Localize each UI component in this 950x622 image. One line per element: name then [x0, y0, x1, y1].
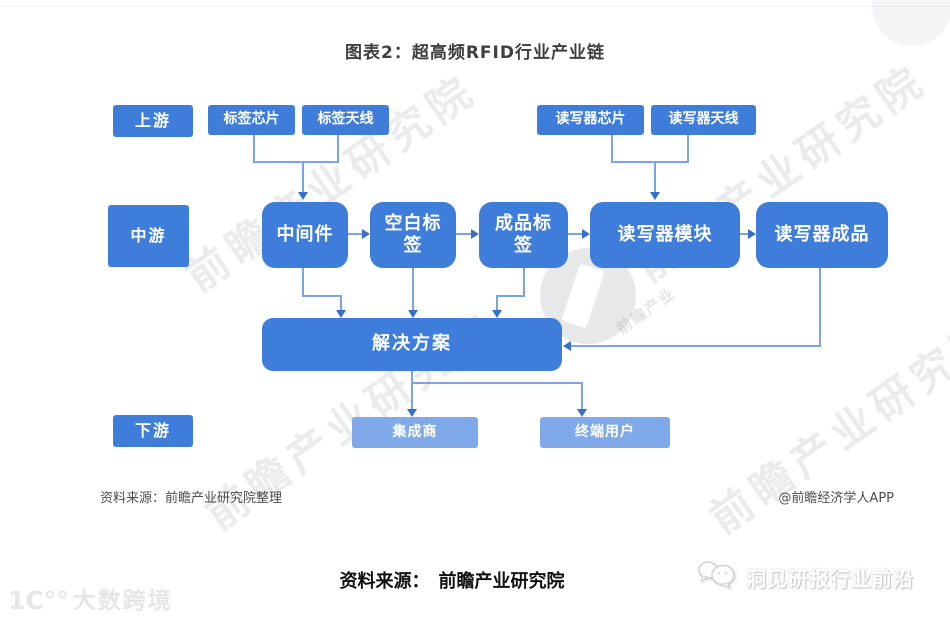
- arrowhead-left: [563, 341, 571, 351]
- node-integrator: 集成商: [352, 417, 478, 448]
- node-middleware: 中间件: [262, 202, 348, 268]
- arrowhead-down: [650, 192, 660, 200]
- arrowhead-right: [362, 229, 370, 239]
- arrowhead-down: [408, 310, 418, 318]
- connector-line: [302, 295, 342, 297]
- arrowhead-right: [582, 229, 590, 239]
- top-divider: [0, 6, 950, 7]
- stage-label-upstream: 上游: [113, 105, 193, 137]
- arrowhead-down: [492, 310, 502, 318]
- connector-line: [611, 135, 613, 163]
- stage-label-downstream: 下游: [113, 415, 193, 447]
- stage-label-midstream: 中游: [108, 205, 189, 267]
- node-reader-chip: 读写器芯片: [537, 105, 644, 135]
- chat-bubbles-icon: [696, 558, 738, 596]
- connector-line: [302, 268, 304, 297]
- connector-line: [496, 295, 525, 297]
- arrowhead-right: [471, 229, 479, 239]
- source-note: 资料来源：前瞻产业研究院整理: [100, 491, 283, 506]
- connector-line: [340, 296, 342, 312]
- connector-line: [253, 161, 339, 163]
- connector-line: [348, 233, 363, 235]
- connector-line: [496, 296, 498, 312]
- credit-note: @前瞻经济学人APP: [778, 491, 894, 506]
- node-solution: 解决方案: [262, 318, 562, 371]
- corner-watermark-logo: 1C°°: [8, 586, 69, 615]
- connector-line: [302, 162, 304, 192]
- connector-line: [337, 135, 339, 163]
- brand-badge: 洞见研报行业前沿: [696, 558, 914, 596]
- node-reader-module: 读写器模块: [590, 202, 740, 268]
- node-finished-tag: 成品标签: [479, 202, 568, 268]
- arrowhead-right: [748, 229, 756, 239]
- node-reader-finished: 读写器成品: [756, 202, 888, 268]
- connector-line: [581, 383, 583, 411]
- connector-line: [412, 268, 414, 312]
- connector-line: [819, 268, 821, 347]
- arrowhead-down: [577, 409, 587, 417]
- corner-watermark: 1C°° 大数跨境: [8, 581, 173, 615]
- connector-line: [456, 233, 471, 235]
- footer-source-bold: 资料来源： 前瞻产业研究院: [339, 571, 565, 592]
- node-tag-antenna: 标签天线: [302, 105, 389, 135]
- connector-line: [687, 135, 689, 163]
- node-reader-antenna: 读写器天线: [651, 105, 756, 135]
- arrowhead-down: [407, 409, 417, 417]
- chart-title: 图表2：超高频RFID行业产业链: [345, 43, 605, 63]
- connector-line: [253, 135, 255, 163]
- connector-line: [571, 345, 821, 347]
- connector-line: [654, 162, 656, 192]
- node-end-user: 终端用户: [540, 417, 670, 448]
- corner-watermark-text: 大数跨境: [72, 588, 173, 614]
- watermark-subtext: 前瞻产业: [613, 284, 680, 338]
- connector-line: [740, 233, 749, 235]
- watermark-text: 前瞻产业研究院: [700, 306, 950, 544]
- brand-text: 洞见研报行业前沿: [746, 566, 914, 591]
- connector-line: [411, 371, 413, 411]
- arrowhead-down: [336, 310, 346, 318]
- node-blank-tag: 空白标签: [370, 202, 456, 268]
- connector-line: [411, 382, 583, 384]
- node-tag-chip: 标签芯片: [208, 105, 295, 135]
- connector-line: [568, 233, 582, 235]
- connector-line: [523, 268, 525, 297]
- arrowhead-down: [298, 192, 308, 200]
- connector-line: [611, 161, 689, 163]
